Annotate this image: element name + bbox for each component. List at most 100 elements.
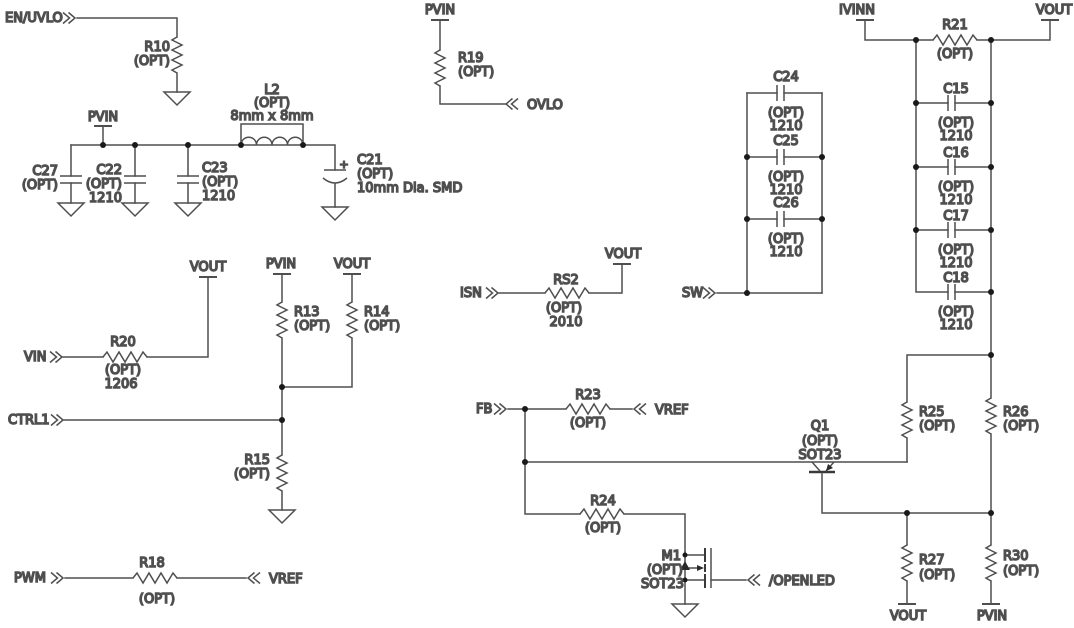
package: 1210 [202, 189, 235, 204]
transistor-collector [811, 461, 821, 472]
note: (OPT) [937, 47, 973, 62]
junction-dot [913, 100, 919, 106]
output-port-icon [747, 573, 761, 587]
capacitor-C26: C26 (OPT) 1210 [767, 195, 805, 261]
note: (OPT) [938, 305, 974, 320]
capacitor-icon [947, 221, 956, 239]
output-port-icon [247, 571, 261, 585]
resistor-R19: R19 (OPT) [434, 49, 495, 87]
package: SOT23 [799, 448, 842, 463]
note: (OPT) [585, 521, 621, 536]
capacitor-C25: C25 (OPT) 1210 [767, 133, 805, 199]
ground-icon [268, 509, 296, 524]
port-en-uvlo: EN/UVLO [4, 10, 76, 27]
refdes: C15 [943, 82, 969, 97]
junction-dot [904, 510, 910, 516]
port-sw: SW [681, 285, 716, 302]
note: (OPT) [234, 467, 270, 482]
refdes: R23 [575, 388, 601, 403]
net-label-vref: VREF [269, 572, 303, 587]
package: 1210 [939, 193, 972, 208]
note: (OPT) [546, 301, 582, 316]
capacitor-C22: C22 (OPT) 1210 [85, 162, 147, 207]
junction-dot [819, 154, 825, 160]
package: 10mm Dia. SMD [357, 181, 462, 196]
note: (OPT) [802, 434, 838, 449]
resistor-R20: R20 (OPT) 1206 [102, 334, 148, 393]
package: SOT23 [641, 577, 684, 592]
junction-dot [988, 352, 994, 358]
resistor-icon [132, 572, 178, 584]
resistor-icon [171, 36, 183, 74]
resistor-RS2: RS2 (OPT) 2010 [544, 272, 590, 331]
wire [498, 263, 623, 294]
wire [821, 473, 992, 514]
power-label: PVIN [977, 609, 1007, 624]
junction-dot [682, 552, 688, 558]
note: (OPT) [938, 243, 974, 258]
capacitor-C23: C23 (OPT) 1210 [176, 160, 239, 205]
refdes: R13 [294, 305, 320, 320]
note: (OPT) [768, 232, 804, 247]
power-flag-vout: VOUT [333, 256, 371, 275]
capacitor-C21: + C21 (OPT) 10mm Dia. SMD [322, 152, 463, 197]
junction-dot [988, 164, 994, 170]
body-diode-arrow-icon [680, 561, 690, 570]
port-pwm: PWM [13, 570, 64, 587]
port-isn: ISN [459, 285, 499, 302]
junction-dots [100, 37, 994, 516]
port-vref-r23: VREF [633, 402, 689, 419]
wire [915, 39, 949, 293]
net-label-ovlo: OVLO [527, 98, 563, 113]
ground-icon [163, 91, 191, 106]
refdes: R14 [364, 305, 390, 320]
junction-dot [100, 142, 106, 148]
refdes: RS2 [553, 273, 579, 288]
junction-dot [238, 142, 244, 148]
junction-dot [913, 227, 919, 233]
input-port-icon [485, 286, 499, 300]
package: 1206 [104, 377, 137, 392]
refdes: R25 [919, 405, 945, 420]
net-label-fb: FB [476, 402, 492, 417]
package: 1210 [939, 256, 972, 271]
note: (OPT) [919, 419, 955, 434]
package: 1210 [939, 129, 972, 144]
power-flag-pvin: PVIN [265, 256, 297, 275]
capacitor-C24: C24 (OPT) 1210 [767, 69, 805, 135]
note: (OPT) [768, 170, 804, 185]
note: (OPT) [938, 180, 974, 195]
input-port-icon [702, 286, 716, 300]
power-label: VOUT [1036, 3, 1072, 18]
port-openled: /OPENLED [747, 573, 836, 590]
junction-dot [300, 142, 306, 148]
power-label: VOUT [190, 260, 226, 275]
resistor-R21: R21 (OPT) [932, 17, 978, 63]
power-flag-vout: VOUT [189, 259, 227, 278]
net-label-en-uvlo: EN/UVLO [5, 11, 63, 26]
package: 1210 [769, 183, 802, 198]
resistor-R13: R13 (OPT) [276, 301, 331, 339]
capacitor-C15: C15 (OPT) 1210 [937, 81, 975, 145]
junction-dot [988, 289, 994, 295]
capacitor-icon [776, 210, 785, 228]
junction-dot [185, 142, 191, 148]
refdes: C23 [202, 161, 228, 176]
resistor-icon [985, 544, 997, 582]
power-label: PVIN [88, 110, 118, 125]
wire [439, 19, 506, 105]
resistor-icon [346, 301, 358, 339]
refdes: C24 [773, 70, 799, 85]
package: 1210 [769, 119, 802, 134]
port-vin: VIN [23, 349, 63, 366]
refdes: R27 [919, 553, 945, 568]
note: (OPT) [134, 54, 170, 69]
capacitor-icon [947, 283, 956, 301]
package: 1210 [769, 245, 802, 260]
junction-dot [522, 459, 528, 465]
resistor-R25: R25 (OPT) [901, 401, 956, 439]
junction-dot [988, 100, 994, 106]
package: 2010 [549, 315, 582, 330]
